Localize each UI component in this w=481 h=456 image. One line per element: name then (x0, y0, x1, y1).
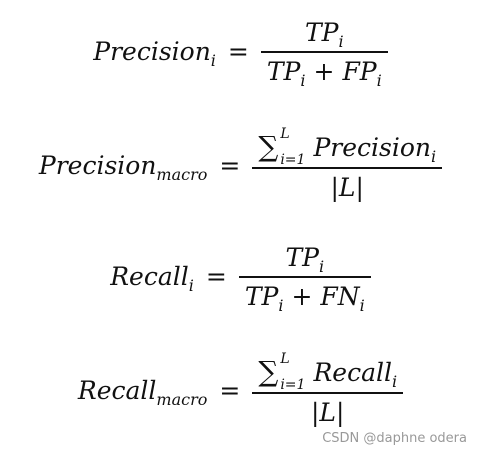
sigma-symbol: ∑ (258, 130, 279, 163)
denominator-term-1: TP (244, 281, 279, 311)
plus-sign: + (313, 56, 335, 86)
equals-sign: = (219, 376, 241, 406)
numerator-text: TP (305, 18, 339, 47)
summand-text: Recall (313, 358, 392, 387)
denominator-term-2: FN (320, 281, 360, 311)
denominator-term-2-subscript: i (359, 295, 365, 315)
summand-text: Precision (313, 133, 431, 162)
watermark: CSDN @daphne odera (322, 431, 467, 446)
summand-subscript: i (391, 372, 398, 391)
sum-lower-limit: i=1 (280, 376, 306, 393)
fraction-bar (252, 392, 404, 394)
numerator-text: TP (285, 243, 319, 272)
denominator: |L| (305, 394, 350, 427)
sum-upper-limit: L (280, 350, 290, 367)
denominator-term-1-subscript: i (278, 295, 284, 315)
lhs-subscript: macro (156, 390, 208, 410)
summand-subscript: i (431, 147, 437, 166)
lhs-text: Precision (38, 151, 157, 181)
summation-limits: L i=1 (280, 127, 305, 167)
numerator-subscript: i (318, 257, 325, 276)
summation: ∑ L i=1 (258, 352, 305, 392)
denominator-term-1: TP (266, 56, 301, 86)
denominator-term-2: FP (342, 56, 377, 86)
denominator-text: |L| (330, 172, 364, 202)
sum-lower-limit: i=1 (280, 151, 306, 168)
plus-sign: + (291, 281, 313, 311)
equals-sign: = (227, 37, 249, 67)
numerator-subscript: i (338, 32, 344, 51)
sum-upper-limit: L (280, 125, 290, 142)
lhs-text: Precision (93, 37, 211, 67)
fraction-bar (252, 167, 443, 169)
equals-sign: = (205, 262, 227, 292)
lhs-subscript: i (188, 276, 194, 296)
lhs-text: Recall (110, 262, 189, 292)
denominator-term-2-subscript: i (376, 70, 382, 90)
denominator-term-1-subscript: i (300, 70, 306, 90)
lhs-subscript: macro (156, 165, 208, 185)
fraction-bar (238, 276, 371, 278)
denominator: |L| (325, 169, 370, 202)
equals-sign: = (219, 151, 241, 181)
lhs-text: Recall (77, 376, 157, 406)
summation: ∑ L i=1 (258, 127, 305, 167)
summation-limits: L i=1 (280, 352, 305, 392)
fraction-bar (260, 51, 388, 53)
denominator-text: |L| (310, 397, 345, 427)
sigma-symbol: ∑ (258, 355, 279, 388)
lhs-subscript: i (210, 51, 216, 71)
